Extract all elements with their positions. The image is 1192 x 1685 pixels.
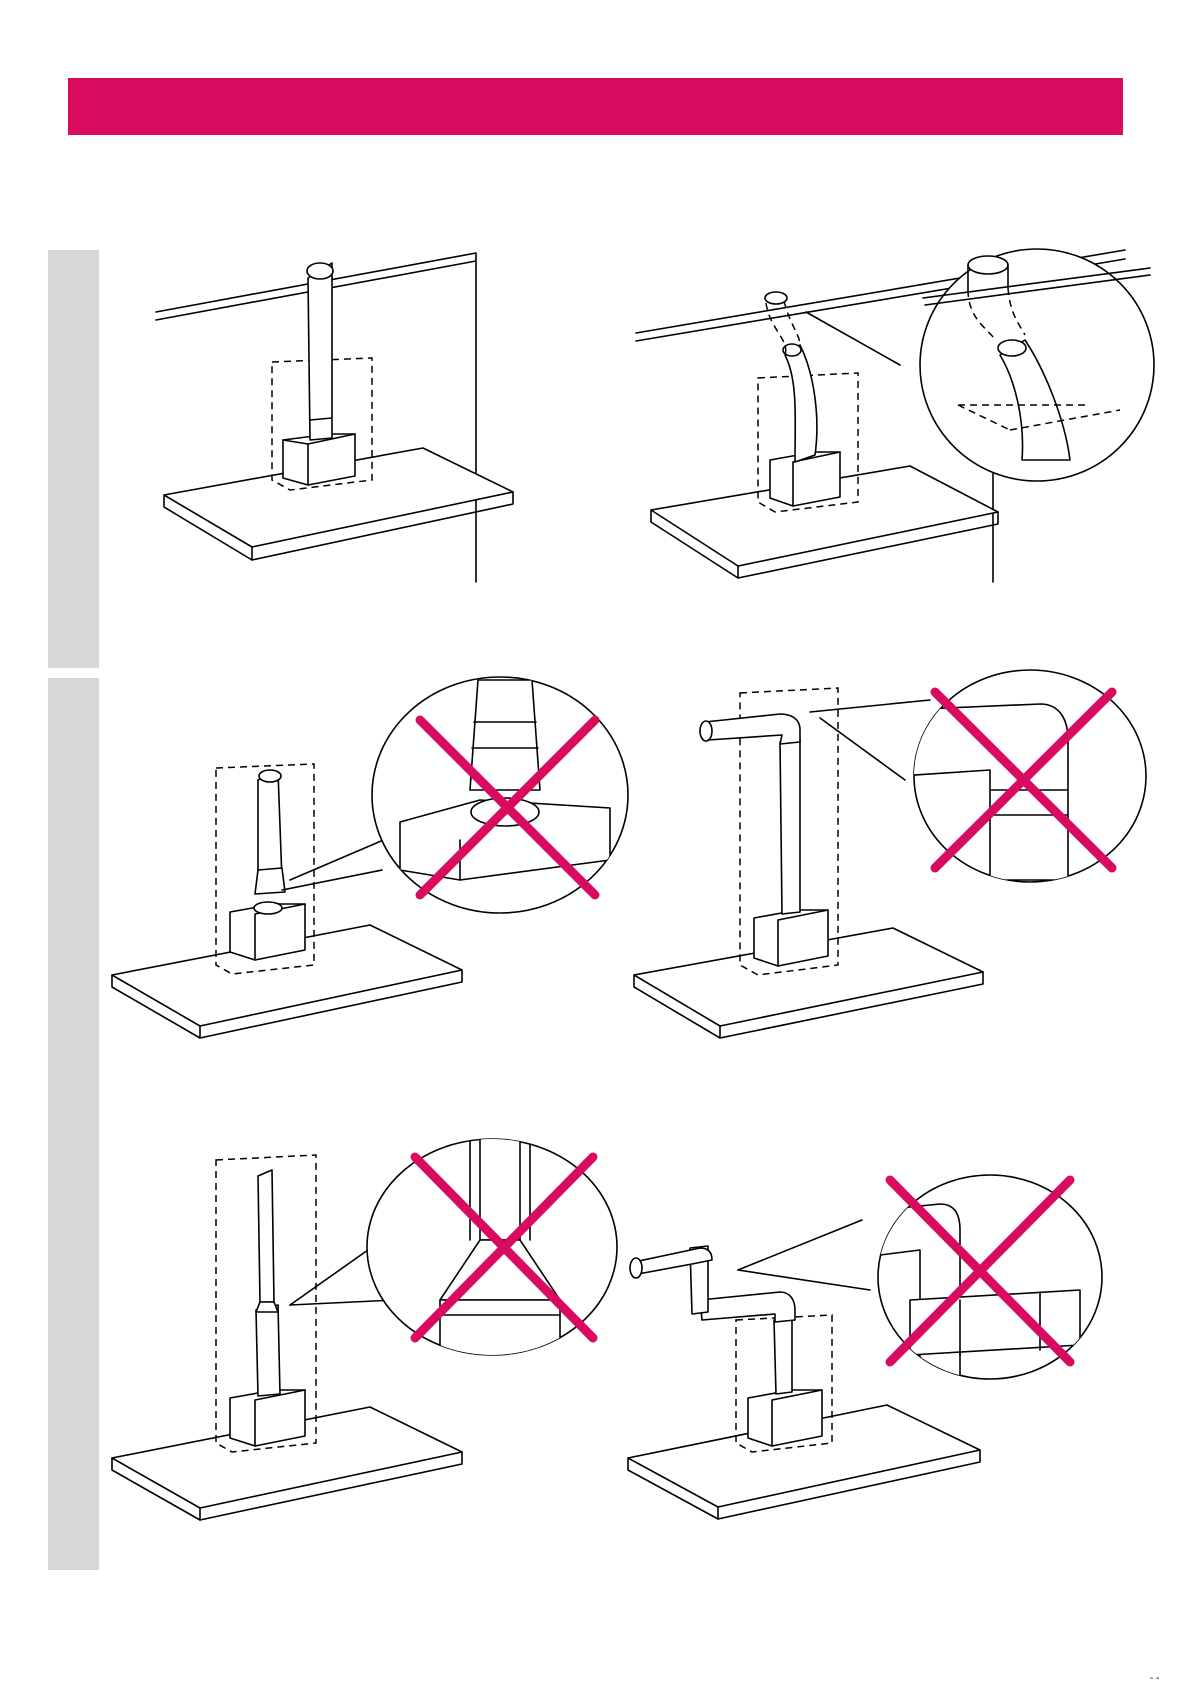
page-number: - - <box>1150 1673 1159 1684</box>
figure-2-correct-curved-duct <box>636 249 1154 582</box>
figure-1-correct-straight-duct <box>156 253 513 582</box>
figure-3-incorrect-reduced-connector <box>112 677 628 1038</box>
figure-6-incorrect-multiple-bends <box>628 1175 1102 1519</box>
figure-5-incorrect-narrowing <box>112 1138 617 1520</box>
figure-4-incorrect-sharp-elbow <box>634 670 1146 1038</box>
